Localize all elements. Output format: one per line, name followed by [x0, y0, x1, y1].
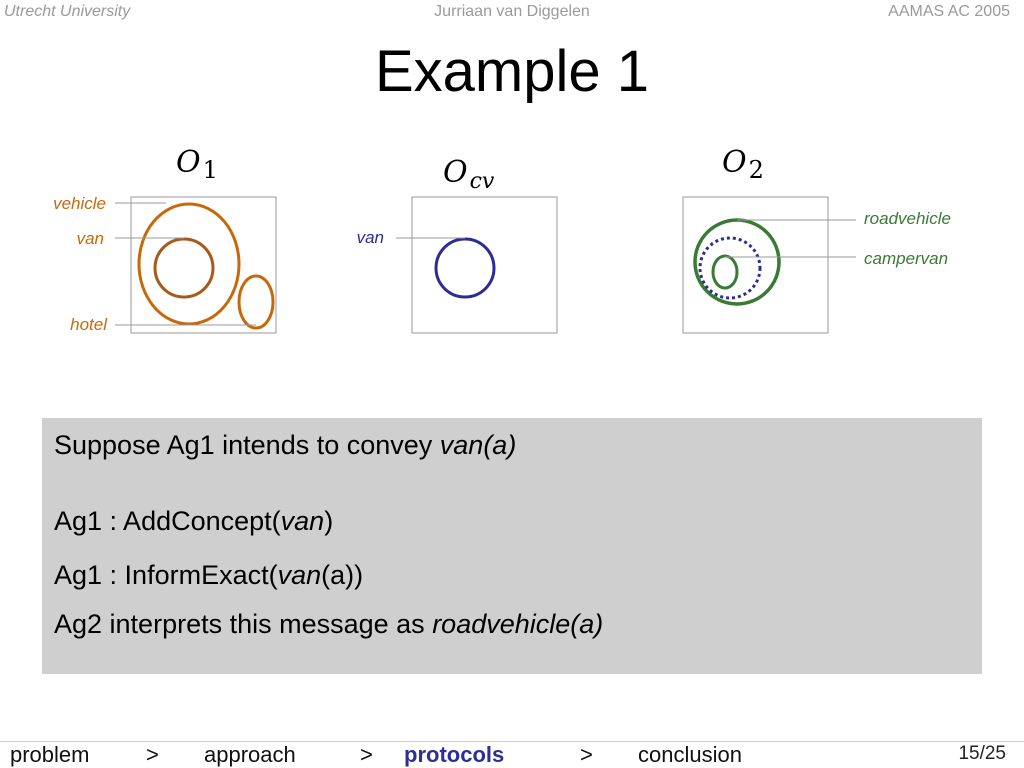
concept-van-o1	[153, 237, 215, 299]
panel-line-addconcept: Ag1 : AddConcept(van)	[54, 506, 334, 536]
label-roadvehicle: roadvehicle	[864, 209, 951, 228]
ontology-o2: O2 roadvehicle campervan	[682, 145, 951, 334]
ontology-o2-box	[682, 196, 829, 334]
panel-line-suppose: Suppose Ag1 intends to convey van(a)	[54, 430, 517, 460]
ontology-o2-title: O2	[722, 145, 764, 184]
ontology-ocv: Ocv van	[357, 155, 558, 334]
ontology-o1: O1 vehicle van hotel	[53, 145, 277, 334]
nav-separator: >	[146, 742, 159, 767]
concept-campervan	[711, 254, 739, 290]
label-campervan: campervan	[864, 249, 948, 268]
panel-line-interprets: Ag2 interprets this message as roadvehic…	[54, 609, 604, 639]
label-vehicle: vehicle	[53, 194, 106, 213]
ontology-ocv-box	[411, 196, 558, 334]
ontology-ocv-title: Ocv	[443, 155, 495, 194]
nav-separator: >	[360, 742, 373, 767]
concept-hotel	[237, 274, 275, 330]
ontology-diagram: O1 vehicle van hotel Ocv van O2 roadvehi…	[53, 145, 951, 334]
explanation-panel: Suppose Ag1 intends to convey van(a) Ag1…	[42, 418, 982, 674]
header-affiliation: Utrecht University	[4, 3, 131, 20]
concept-vehicle	[137, 202, 241, 326]
label-van-o1: van	[77, 229, 104, 248]
slide-header: Utrecht University Jurriaan van Diggelen…	[0, 0, 1024, 24]
page-counter: 15/25	[958, 743, 1006, 764]
ontology-o1-title: O1	[176, 145, 218, 184]
concept-roadvehicle	[693, 218, 781, 306]
nav-approach[interactable]: approach	[204, 742, 296, 767]
concept-van-ocv	[434, 237, 496, 299]
nav-separator: >	[580, 742, 593, 767]
panel-line-informexact: Ag1 : InformExact(van(a))	[54, 560, 364, 590]
header-conference: AAMAS AC 2005	[888, 3, 1010, 20]
nav-conclusion[interactable]: conclusion	[638, 742, 742, 767]
concept-van-mapped	[698, 236, 762, 300]
label-hotel: hotel	[70, 315, 108, 334]
nav-protocols[interactable]: protocols	[404, 742, 505, 767]
ontology-o1-box	[130, 196, 277, 334]
nav-problem[interactable]: problem	[10, 742, 90, 767]
header-author: Jurriaan van Diggelen	[434, 3, 590, 20]
footer-nav: problem > approach > protocols > conclus…	[0, 742, 1024, 768]
slide-title: Example 1	[374, 39, 650, 104]
footer-divider	[0, 741, 1024, 742]
label-van-ocv: van	[357, 228, 384, 247]
